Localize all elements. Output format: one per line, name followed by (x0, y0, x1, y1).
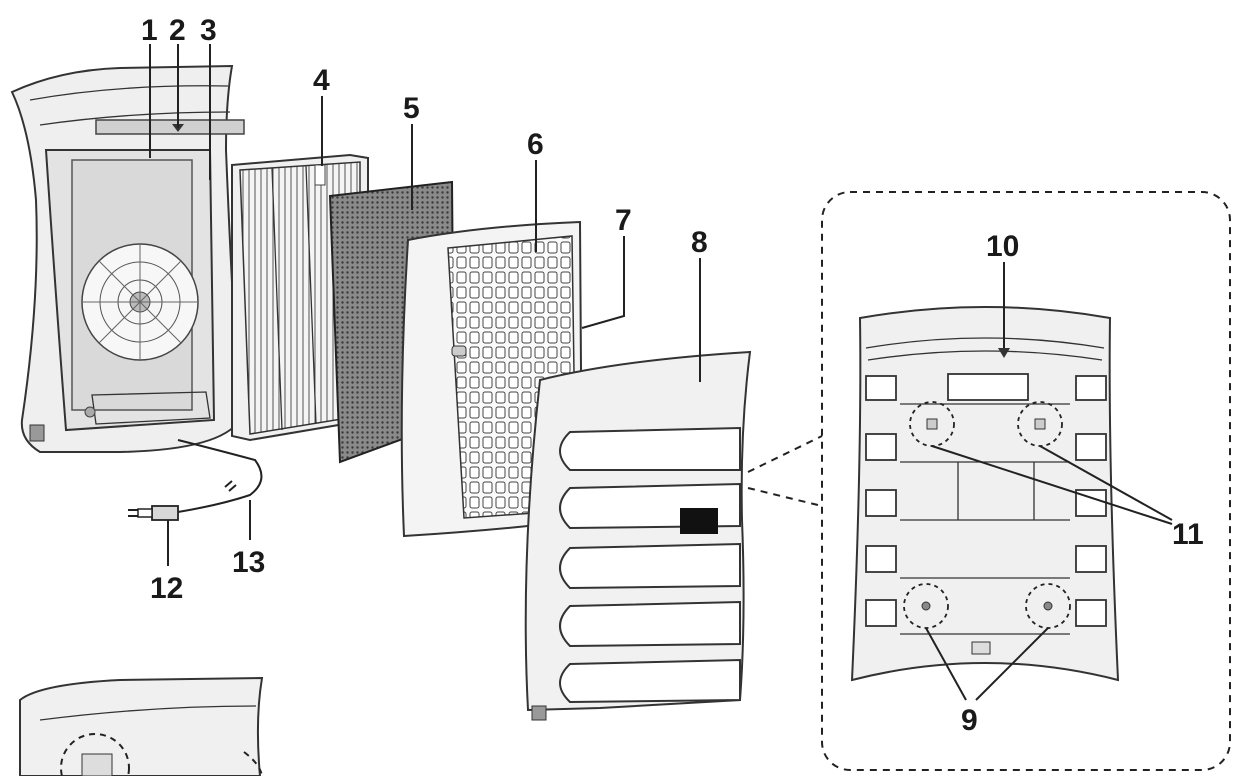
power-cord (177, 439, 263, 513)
fan-icon (81, 243, 199, 361)
callout-11: 11 (1172, 518, 1204, 551)
callout-7: 7 (615, 204, 632, 237)
detail-inset-box (747, 191, 1231, 771)
callout-9: 9 (961, 704, 978, 737)
callout-13: 13 (232, 546, 265, 579)
sensor-window (680, 508, 718, 534)
callout-3: 3 (200, 14, 217, 47)
power-plug-icon (128, 505, 179, 521)
callout-5: 5 (403, 92, 420, 125)
front-cover (524, 350, 752, 721)
callout-10: 10 (986, 230, 1019, 263)
callout-1: 1 (141, 14, 158, 47)
callout-8: 8 (691, 226, 708, 259)
callout-6: 6 (527, 128, 544, 161)
leader-lines (149, 44, 1173, 701)
unit-side-view-partial (19, 676, 264, 776)
main-unit-body (10, 64, 245, 453)
front-cover-back-view (850, 306, 1120, 682)
callout-12: 12 (150, 572, 183, 605)
callout-2: 2 (169, 14, 186, 47)
callout-4: 4 (313, 64, 330, 97)
